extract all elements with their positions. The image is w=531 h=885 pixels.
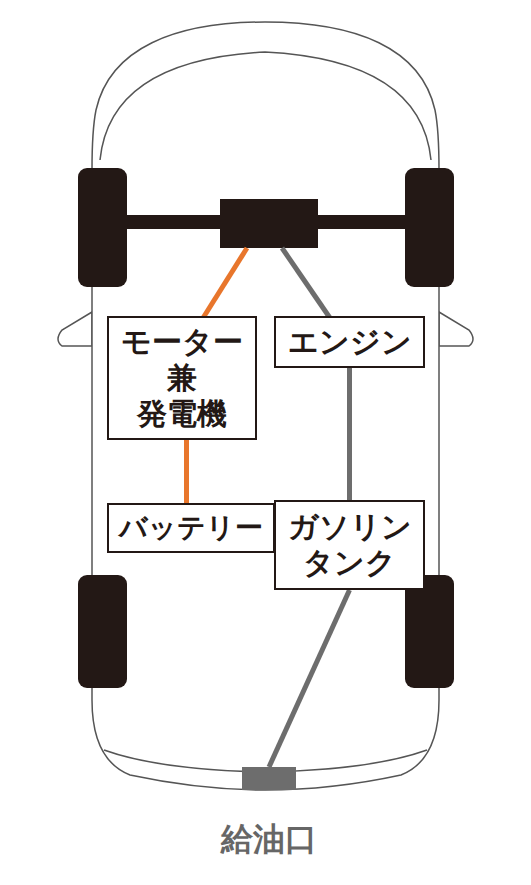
side-mirror bbox=[58, 312, 92, 346]
text-line: 兼 bbox=[121, 360, 243, 396]
connector bbox=[269, 590, 350, 767]
drive-unit bbox=[220, 199, 318, 248]
connector bbox=[186, 440, 187, 503]
front-left-wheel bbox=[78, 168, 127, 287]
box-label: モーター 兼 発電機 bbox=[121, 324, 243, 432]
text-line: 発電機 bbox=[121, 396, 243, 432]
text-line: ガソリン bbox=[288, 509, 412, 545]
text-line: タンク bbox=[288, 545, 412, 581]
box-label: バッテリー bbox=[119, 511, 263, 545]
connector-line bbox=[184, 440, 189, 503]
engine-drive-line bbox=[282, 248, 330, 318]
engine-box: エンジン bbox=[274, 316, 425, 368]
car-body bbox=[92, 22, 439, 790]
text-line: 給油口 bbox=[205, 820, 333, 858]
fuel-filler: 給油口 bbox=[205, 767, 333, 858]
connector-line bbox=[269, 590, 350, 767]
text-line: エンジン bbox=[288, 324, 412, 360]
side-mirror bbox=[439, 312, 473, 346]
connector bbox=[349, 368, 350, 500]
front-right-wheel bbox=[405, 168, 454, 287]
text-line: モーター bbox=[121, 324, 243, 360]
text-line: バッテリー bbox=[119, 511, 263, 545]
filler-cap bbox=[242, 767, 296, 790]
connector-line bbox=[347, 368, 352, 500]
fuel-tank-box: ガソリン タンク bbox=[274, 500, 425, 590]
box-label: ガソリン タンク bbox=[288, 509, 412, 581]
rear-left-wheel bbox=[78, 575, 127, 688]
filler-label: 給油口 bbox=[205, 820, 333, 858]
rear-right-wheel bbox=[405, 575, 454, 688]
hood-line bbox=[100, 52, 431, 160]
motor-generator-box: モーター 兼 発電機 bbox=[107, 316, 257, 440]
battery-box: バッテリー bbox=[107, 503, 275, 553]
box-label: エンジン bbox=[288, 324, 412, 360]
motor-drive-line bbox=[203, 248, 247, 318]
